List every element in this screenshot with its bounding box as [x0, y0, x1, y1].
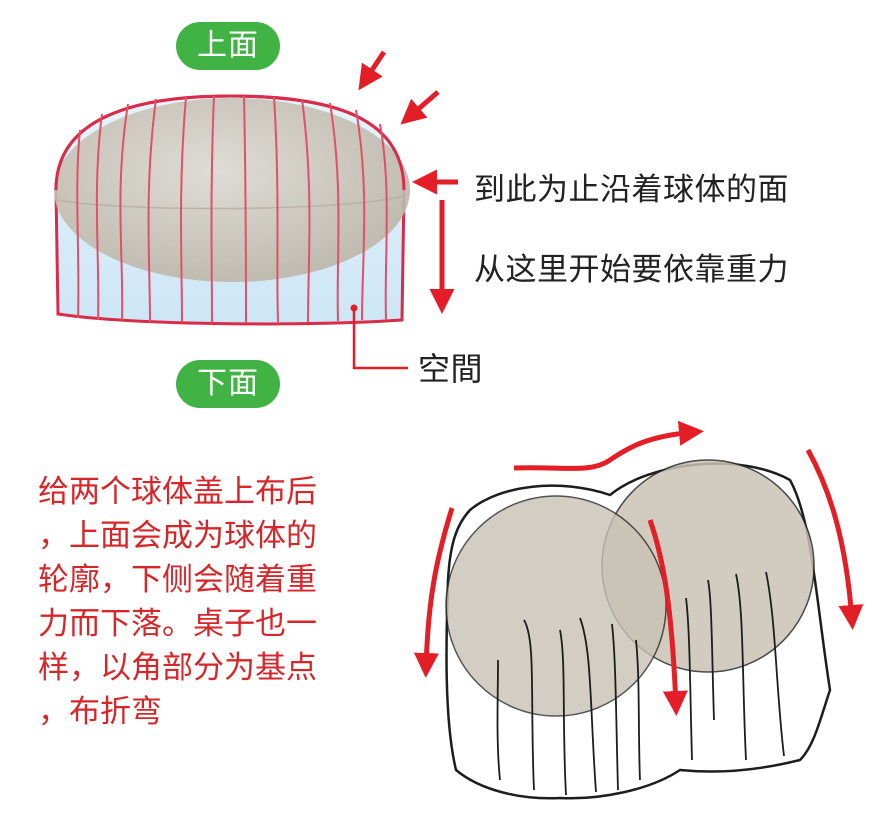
arrow-over-top — [513, 420, 704, 471]
top-arrows — [358, 50, 458, 314]
description-line: 给两个球体盖上布后 — [38, 474, 317, 510]
arrow-right-down — [805, 448, 864, 630]
space-leader-line — [352, 310, 408, 370]
space-annotation: 空間 — [418, 350, 484, 388]
arrow-middle-down — [647, 519, 688, 716]
sphere-equator-line — [57, 195, 405, 210]
arrow-left-down — [413, 507, 455, 678]
cloth-contour-lines — [76, 95, 388, 324]
arrow-diagonal-2 — [400, 90, 440, 125]
front-sphere — [445, 495, 667, 717]
drape-arrows — [413, 420, 864, 716]
description-text: 给两个球体盖上布后 ，上面会成为球体的 轮廓，下侧会随着重 力而下落。桌子也一 … — [38, 470, 378, 734]
description-line: 力而下落。桌子也一 — [38, 606, 317, 642]
sphere-shape — [54, 98, 410, 282]
two-spheres-figure — [445, 459, 832, 800]
description-line: 轮廓，下侧会随着重 — [38, 562, 317, 598]
description-line: ，布折弯 — [38, 694, 162, 730]
covered-sphere-figure — [54, 94, 410, 326]
sphere-surface-annotation: 到此为止沿着球体的面 — [474, 172, 789, 208]
top-side-badge: 上面 — [176, 22, 280, 70]
bottom-side-badge: 下面 — [176, 360, 280, 408]
arrow-diagonal-1 — [358, 50, 387, 91]
cloth-fold-lines — [496, 571, 785, 796]
space-marker-dot — [350, 304, 358, 312]
description-line: ，上面会成为球体的 — [38, 518, 317, 554]
gravity-annotation: 从这里开始要依靠重力 — [474, 252, 789, 288]
description-line: 样，以角部分为基点 — [38, 650, 317, 686]
cloth-top-outline — [54, 94, 406, 191]
